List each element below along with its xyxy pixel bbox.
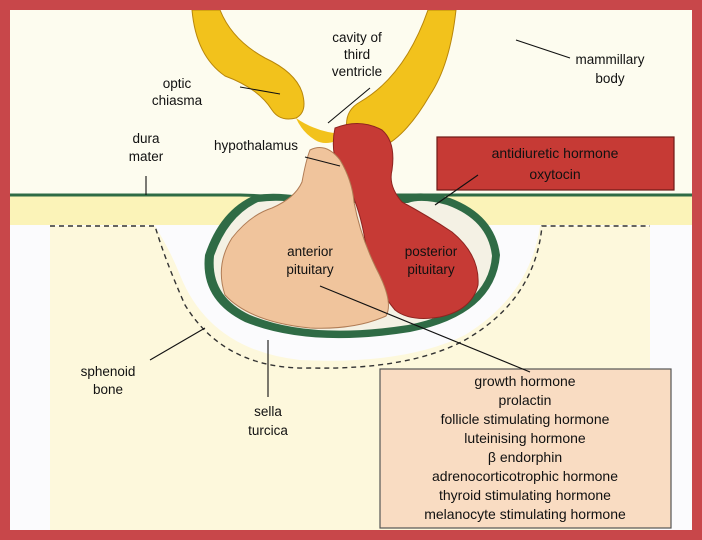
label-cavity-1: cavity of [332, 30, 382, 45]
label-hypothalamus: hypothalamus [214, 138, 298, 153]
label-posterior-1: posterior [405, 244, 458, 259]
label-sphenoid-1: sphenoid [81, 364, 136, 379]
label-cavity-3: ventricle [332, 64, 382, 79]
anterior-hormone-endorphin: β endorphin [488, 449, 562, 465]
pituitary-diagram: antidiuretic hormone oxytocin growth hor… [10, 10, 692, 530]
label-mammillary-2: body [595, 71, 625, 86]
label-sphenoid-2: bone [93, 382, 123, 397]
label-sella-1: sella [254, 404, 282, 419]
posterior-hormone-oxytocin: oxytocin [529, 166, 580, 182]
label-dura-1: dura [132, 131, 160, 146]
diagram-frame: antidiuretic hormone oxytocin growth hor… [10, 10, 692, 530]
anterior-hormone-acth: adrenocorticotrophic hormone [432, 468, 618, 484]
label-mammillary-1: mammillary [576, 52, 645, 67]
anterior-hormone-prolactin: prolactin [499, 392, 552, 408]
label-posterior-2: pituitary [407, 262, 455, 277]
anterior-hormone-msh: melanocyte stimulating hormone [424, 506, 626, 522]
anterior-hormone-tsh: thyroid stimulating hormone [439, 487, 611, 503]
label-anterior-1: anterior [287, 244, 333, 259]
posterior-hormone-adh: antidiuretic hormone [492, 145, 619, 161]
label-sella-2: turcica [248, 423, 288, 438]
label-cavity-2: third [344, 47, 370, 62]
label-anterior-2: pituitary [286, 262, 334, 277]
label-optic-2: chiasma [152, 93, 203, 108]
anterior-hormone-lh: luteinising hormone [464, 430, 586, 446]
label-dura-2: mater [129, 149, 164, 164]
anterior-hormone-gh: growth hormone [474, 373, 575, 389]
label-optic-1: optic [163, 76, 192, 91]
anterior-hormone-fsh: follicle stimulating hormone [441, 411, 610, 427]
